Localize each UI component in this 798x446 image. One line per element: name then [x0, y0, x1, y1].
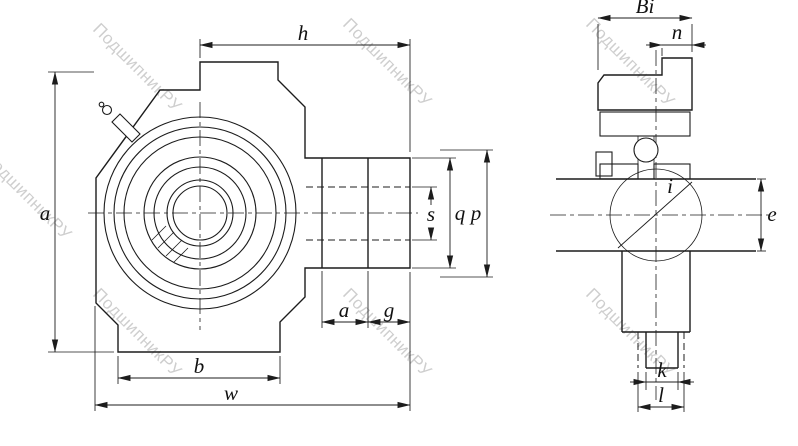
dim-label-h: h — [298, 21, 309, 45]
dim-s: s — [412, 186, 437, 241]
dim-l: l — [637, 372, 685, 412]
watermark: ПодшипникРУ — [0, 147, 75, 243]
dim-label-g: g — [384, 298, 395, 322]
dim-label-a-slot: a — [339, 298, 350, 322]
dim-label-p: p — [469, 201, 482, 225]
dim-p: p — [440, 149, 493, 278]
dim-label-bi: Bi — [636, 0, 655, 18]
dim-i: i — [617, 174, 693, 249]
bottom-tab — [637, 332, 685, 369]
dim-label-i: i — [667, 174, 673, 198]
spherical-seat-outline — [609, 168, 703, 262]
set-screw-hatch — [151, 225, 189, 263]
ball-bearing — [633, 137, 659, 163]
dim-q: q — [412, 157, 466, 269]
dim-label-e: e — [767, 202, 776, 226]
side-view: i Bi n e — [550, 0, 777, 412]
dim-label-a-height: a — [40, 201, 51, 225]
set-screw-section — [595, 151, 613, 177]
dim-label-s: s — [427, 202, 435, 226]
bearing-section — [595, 111, 691, 180]
guide-slot — [306, 158, 410, 268]
watermark: ПодшипникРУ — [89, 284, 185, 380]
centerlines-side — [550, 50, 772, 400]
dim-a-height: a — [40, 71, 114, 353]
dim-a-slot-g: a g — [321, 271, 411, 328]
dim-b: b — [117, 354, 281, 384]
dim-label-l: l — [658, 383, 664, 407]
dim-h: h — [199, 21, 411, 152]
front-view: h a s q p — [40, 21, 493, 411]
centerlines-front — [88, 102, 418, 330]
housing-outline — [95, 61, 411, 353]
watermark: ПодшипникРУ — [339, 14, 435, 110]
top-flange-outline — [597, 57, 693, 111]
grease-fitting-icon — [98, 101, 141, 143]
dim-w: w — [94, 272, 411, 411]
dim-e: e — [757, 178, 777, 252]
dim-n: n — [646, 20, 706, 56]
watermark: ПодшипникРУ — [582, 14, 678, 110]
watermark-layer: ПодшипникРУ ПодшипникРУ ПодшипникРУ Подш… — [0, 14, 678, 380]
dim-label-k: k — [657, 358, 667, 382]
dim-label-w: w — [224, 381, 238, 405]
dim-bi: Bi — [597, 0, 693, 70]
dim-label-n: n — [672, 20, 683, 44]
bearing-circles — [103, 116, 297, 310]
dim-label-q: q — [455, 201, 466, 225]
dim-label-b: b — [194, 354, 205, 378]
watermark: ПодшипникРУ — [89, 19, 185, 115]
